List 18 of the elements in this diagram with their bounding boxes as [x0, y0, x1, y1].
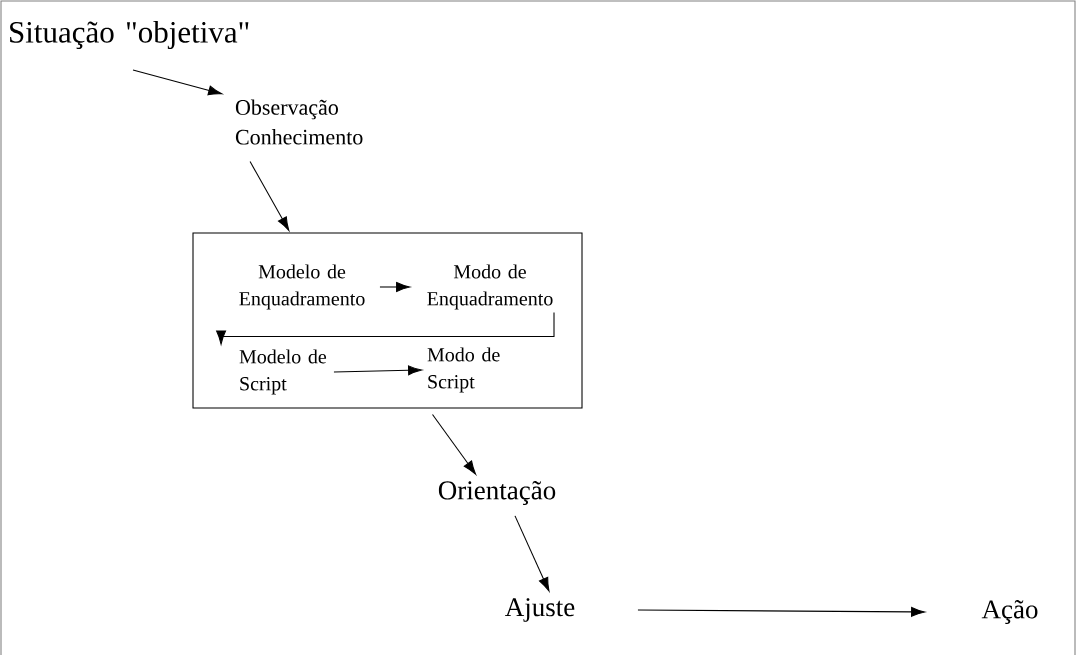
arrow	[132, 69, 223, 96]
step-text: Modelo de Script	[239, 349, 327, 395]
arrow	[514, 515, 550, 592]
arrow	[637, 606, 926, 617]
step-text: Modelo de Enquadramento	[239, 264, 365, 310]
step-text: Modo de Script	[427, 347, 500, 393]
step-text: Observação Conhecimento	[235, 99, 363, 145]
group-box	[192, 232, 583, 409]
step-text: Ação	[981, 600, 1038, 624]
heading-text: Situação "objetiva"	[10, 20, 249, 50]
arrow	[431, 414, 477, 475]
step-text: Orientação	[438, 481, 556, 505]
arrow	[216, 311, 555, 345]
step-text: Ajuste	[505, 598, 575, 622]
arrow	[333, 365, 423, 376]
step-text: Modo de Enquadramento	[427, 264, 553, 310]
arrow	[379, 282, 411, 292]
arrow	[249, 161, 290, 231]
